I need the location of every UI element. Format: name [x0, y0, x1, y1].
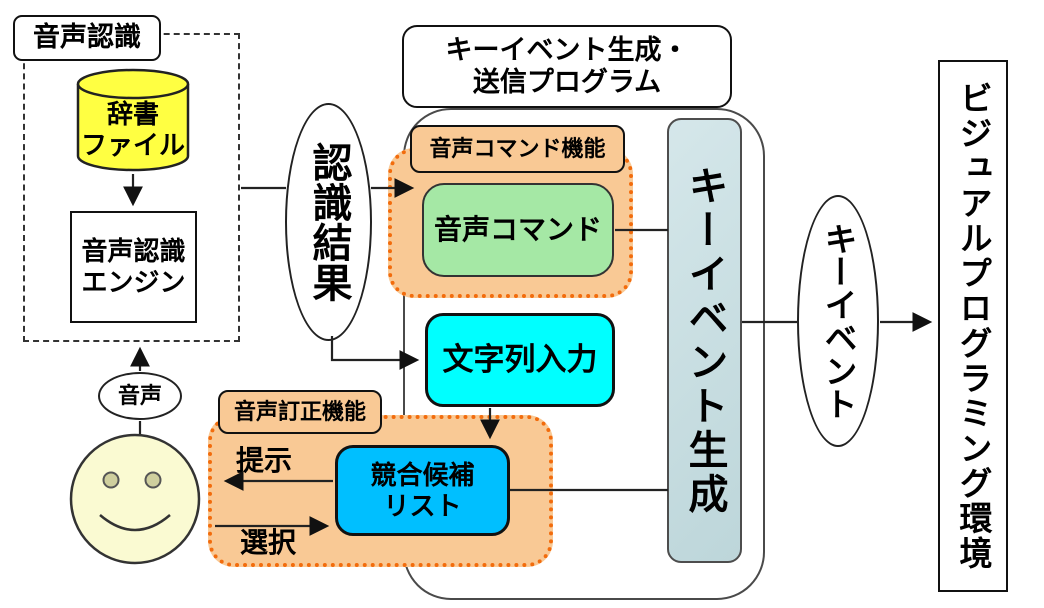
- recognition-result-bubble: 認識結果: [285, 103, 372, 341]
- recognition-engine-node: 音声認識 エンジン: [70, 211, 197, 323]
- voice-command-group-label: 音声コマンド機能: [410, 125, 625, 173]
- dictionary-cylinder-icon: [76, 68, 190, 172]
- voice-bubble: 音声: [98, 372, 182, 420]
- key-event-generation-label: キーイベント生成: [682, 164, 727, 517]
- program-title: キーイベント生成・ 送信プログラム: [402, 25, 732, 108]
- user-face-icon: [69, 433, 201, 565]
- candidate-list-node: 競合候補 リスト: [335, 445, 510, 536]
- select-arrow-label: 選択: [239, 527, 296, 559]
- recognition-result-label: 認識結果: [306, 142, 351, 302]
- voice-correction-group-label: 音声訂正機能: [218, 390, 382, 434]
- voice-command-node: 音声コマンド: [422, 183, 614, 277]
- key-event-generation-node: キーイベント生成: [667, 118, 742, 563]
- key-event-bubble: キーイベント: [797, 195, 879, 447]
- visual-programming-environment-label: ビジュアルプログラミング環境: [955, 81, 992, 571]
- present-arrow-label: 提示: [235, 445, 292, 477]
- string-input-node: 文字列入力: [425, 313, 615, 407]
- key-event-label: キーイベント: [820, 222, 857, 420]
- visual-programming-environment-node: ビジュアルプログラミング環境: [938, 60, 1008, 592]
- dictionary-file-label: 辞書 ファイル: [80, 99, 185, 160]
- speech-recognition-group-label: 音声認識: [13, 15, 161, 61]
